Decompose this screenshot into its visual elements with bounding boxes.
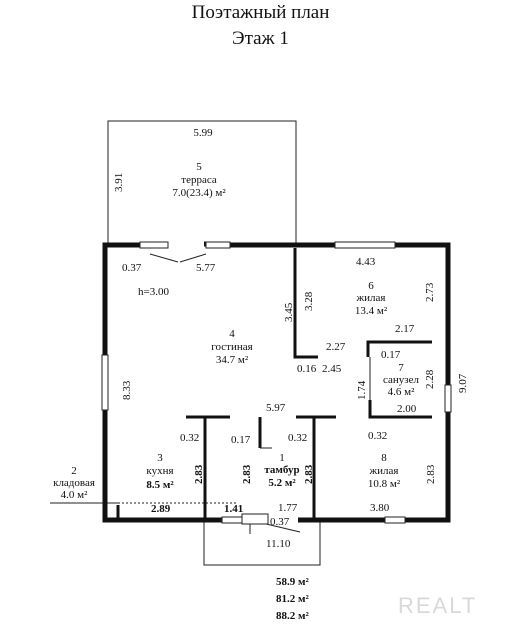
dim-833: 8.33	[121, 380, 133, 400]
room4-area: 34.7 м²	[215, 354, 249, 366]
area-totals: 58.9 м² 81.2 м² 88.2 м²	[276, 574, 309, 625]
dim-017-tambur: 0.17	[231, 434, 251, 446]
dim-380: 3.80	[370, 502, 390, 514]
dim-283-kitchen: 2.83	[193, 464, 205, 484]
room4-number: 4	[229, 328, 235, 340]
room6-number: 6	[368, 280, 374, 292]
dim-032-room8: 0.32	[368, 430, 388, 442]
dim-141: 1.41	[224, 503, 244, 515]
door-south	[221, 516, 243, 524]
dim-907: 9.07	[457, 373, 469, 393]
room3-area: 8.5 м²	[146, 479, 174, 491]
dim-283-tambur-east: 2.83	[303, 464, 315, 484]
floor-title: Этаж 1	[232, 28, 289, 49]
room7-number: 7	[398, 362, 404, 374]
dim-200: 2.00	[397, 403, 417, 415]
dim-328: 3.28	[303, 291, 315, 311]
room7-area: 4.6 м²	[387, 386, 415, 398]
dim-016: 0.16	[297, 363, 317, 375]
dim-terrace-depth: 3.91	[113, 172, 125, 192]
room3-number: 3	[157, 452, 163, 464]
room8-name: жилая	[369, 465, 399, 477]
room4-name: гостиная	[211, 341, 253, 353]
dim-037-north: 0.37	[122, 262, 142, 274]
plan-title: Поэтажный план	[191, 2, 330, 23]
window-north-2	[205, 241, 231, 249]
exterior-wall-east	[405, 412, 451, 523]
watermark-logo: REALT	[398, 593, 478, 618]
total-area-3: 88.2 м²	[276, 610, 309, 622]
room8-area: 10.8 м²	[367, 478, 401, 490]
window-east	[444, 384, 452, 413]
dim-273: 2.73	[424, 282, 436, 302]
dim-577: 5.77	[196, 262, 216, 274]
dim-032-tambur: 0.32	[288, 432, 308, 444]
dim-1110: 11.10	[266, 538, 291, 550]
dim-443: 4.43	[356, 256, 376, 268]
dim-283-room8: 2.83	[425, 464, 437, 484]
dim-032-kitchen: 0.32	[180, 432, 200, 444]
dim-245: 2.45	[322, 363, 342, 375]
door-swing-right	[179, 253, 207, 263]
dim-345: 3.45	[283, 302, 295, 322]
room1-number: 1	[279, 452, 285, 464]
dim-017-bath: 0.17	[381, 349, 401, 361]
window-south	[384, 516, 406, 524]
wall-room6-west	[293, 248, 318, 359]
dim-177: 1.77	[278, 502, 298, 514]
total-area-2: 81.2 м²	[276, 593, 309, 605]
dim-597: 5.97	[266, 402, 286, 414]
room1-name: тамбур	[264, 464, 300, 476]
room5-name: терраса	[181, 174, 217, 186]
dim-terrace-width: 5.99	[193, 127, 213, 139]
terrace-outline	[107, 120, 297, 244]
window-west	[101, 354, 109, 411]
room7-name: санузел	[382, 374, 420, 386]
wall-room7-north	[366, 340, 432, 357]
room2-area: 4.0 м²	[60, 489, 88, 501]
window-north-3	[334, 241, 396, 249]
dim-174: 1.74	[356, 380, 368, 400]
dim-217: 2.17	[395, 323, 415, 335]
room2-name: кладовая	[53, 477, 95, 489]
exterior-wall-north-east	[395, 242, 451, 385]
dim-283-tambur-west: 2.83	[241, 464, 253, 484]
total-area-1: 58.9 м²	[276, 576, 309, 588]
room8-number: 8	[381, 452, 387, 464]
room6-area: 13.4 м²	[354, 305, 388, 317]
room5-area: 7.0(23.4) м²	[172, 187, 226, 199]
room5-number: 5	[196, 161, 202, 173]
dim-228: 2.28	[424, 369, 436, 389]
ceiling-height: h=3.00	[138, 286, 169, 298]
dim-037-south: 0.37	[270, 516, 290, 528]
room1-area: 5.2 м²	[268, 477, 296, 489]
dim-289: 2.89	[151, 503, 171, 515]
door-swing-left	[149, 253, 179, 263]
room2-number: 2	[71, 465, 77, 477]
room6-name: жилая	[356, 292, 386, 304]
window-north-1	[139, 241, 169, 249]
dim-227: 2.27	[326, 341, 346, 353]
room3-name: кухня	[146, 465, 174, 477]
wall-room7-south	[368, 400, 432, 419]
porch-outline	[203, 522, 321, 566]
entrance-door	[241, 513, 269, 525]
